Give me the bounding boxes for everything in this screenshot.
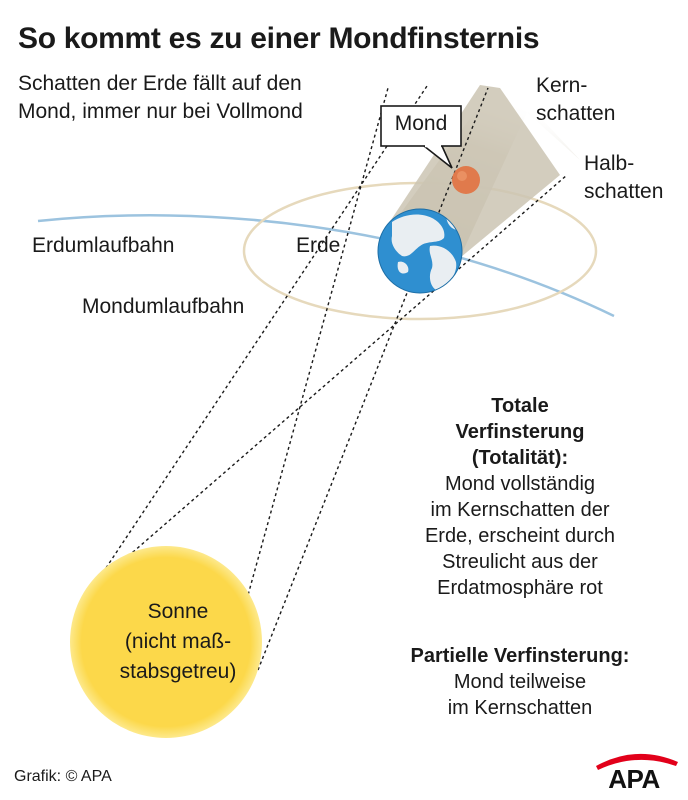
- total-heading-2: Verfinsterung: [455, 421, 585, 443]
- sun-label-line-3: stabsgetreu): [119, 660, 237, 683]
- total-body-4: Streulicht aus der: [442, 551, 598, 573]
- erde-label: Erde: [296, 234, 341, 257]
- partial-eclipse-info: Partielle Verfinsterung: Mond teilweise …: [370, 643, 670, 721]
- total-heading-3: (Totalität):: [471, 447, 569, 469]
- kernschatten-label-1: Kern-: [536, 74, 588, 97]
- sun-label: Sonne (nicht maß- stabsgetreu): [83, 597, 273, 687]
- apa-logo: APA: [592, 752, 676, 794]
- subtitle: Schatten der Erde fällt auf den Mond, im…: [18, 72, 303, 123]
- sun-disc: [70, 546, 262, 738]
- mond-label: Mond: [394, 112, 448, 135]
- page-title: So kommt es zu einer Mondfinsternis: [18, 22, 540, 55]
- total-eclipse-info: Totale Verfinsterung (Totalität): Mond v…: [370, 393, 670, 601]
- total-body-2: im Kernschatten der: [430, 499, 610, 521]
- erdumlaufbahn-label: Erdumlaufbahn: [32, 234, 175, 257]
- moon-disc: [452, 166, 480, 194]
- total-body-1: Mond vollständig: [444, 473, 596, 495]
- total-heading-1: Totale: [491, 395, 549, 417]
- halbschatten-label-1: Halb-: [584, 152, 635, 175]
- shadow-lines: [95, 85, 568, 671]
- partial-body-1: Mond teilweise: [453, 671, 587, 693]
- halbschatten-label-2: schatten: [584, 180, 664, 203]
- partial-body-2: im Kernschatten: [447, 697, 593, 719]
- total-body-3: Erde, erscheint durch: [424, 525, 616, 547]
- mond-callout-box: [380, 105, 462, 147]
- earth-orbit-path: [37, 214, 615, 318]
- partial-heading: Partielle Verfinsterung:: [410, 645, 630, 667]
- sun-label-line-1: Sonne: [147, 600, 209, 623]
- mondumlaufbahn-label: Mondumlaufbahn: [82, 295, 245, 318]
- mond-callout-pointer: [423, 145, 453, 169]
- apa-logo-swoosh: [596, 753, 678, 770]
- graphic-credit: Grafik: © APA: [14, 768, 112, 785]
- apa-logo-text: APA: [608, 764, 660, 794]
- sun-label-line-2: (nicht maß-: [124, 630, 232, 653]
- total-body-5: Erdatmosphäre rot: [437, 577, 603, 599]
- kernschatten-label-2: schatten: [536, 102, 616, 125]
- earth-globe: [377, 208, 463, 294]
